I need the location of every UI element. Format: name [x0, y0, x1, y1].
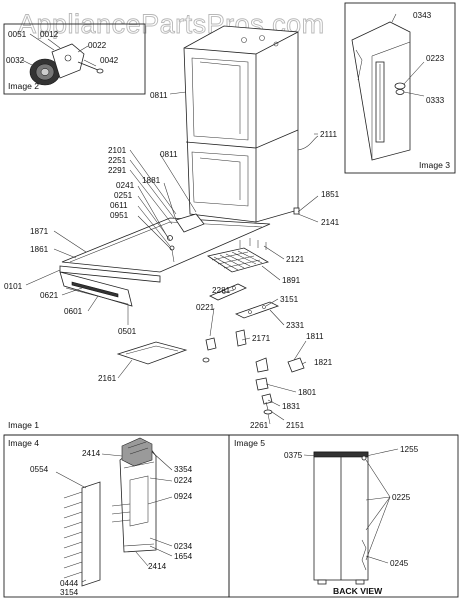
callout-1851: 1851 — [321, 190, 340, 199]
image1-cabinet-drawing — [59, 25, 319, 415]
callout-0611: 0611 — [110, 201, 128, 210]
callout-2151: 2151 — [286, 421, 305, 430]
callout-0012: 0012 — [40, 30, 59, 39]
callout-3154: 3154 — [60, 588, 79, 597]
callout-2261: 2261 — [250, 421, 269, 430]
callout-0621: 0621 — [40, 291, 59, 300]
image5-caption: Image 5 — [234, 438, 265, 448]
image5-leader-lines — [303, 448, 399, 564]
callout-3151: 3151 — [280, 295, 299, 304]
callout-3354: 3354 — [174, 465, 193, 474]
callout-2101: 2101 — [108, 146, 127, 155]
callout-0221: 0221 — [196, 303, 215, 312]
callout-0811-top: 0811 — [150, 91, 168, 100]
callout-2111: 2111 — [320, 130, 337, 139]
callout-0022: 0022 — [88, 41, 107, 50]
callout-0032: 0032 — [6, 56, 25, 65]
image2-frame — [3, 23, 146, 95]
callout-0251: 0251 — [114, 191, 133, 200]
callout-0042: 0042 — [100, 56, 119, 65]
image1-caption: Image 1 — [8, 420, 39, 430]
image3-caption: Image 3 — [419, 160, 450, 170]
callout-1801: 1801 — [298, 388, 317, 397]
back-view-caption: BACK VIEW — [333, 586, 383, 596]
callout-2121: 2121 — [286, 255, 305, 264]
callout-1871: 1871 — [30, 227, 49, 236]
callout-2251: 2251 — [108, 156, 127, 165]
callout-0601: 0601 — [64, 307, 83, 316]
callout-2414-bottom: 2414 — [148, 562, 167, 571]
callout-0223: 0223 — [426, 54, 445, 63]
callout-1811: 1811 — [306, 332, 324, 341]
callout-1831: 1831 — [282, 402, 301, 411]
callout-0554: 0554 — [30, 465, 49, 474]
callout-0245: 0245 — [390, 559, 409, 568]
callout-0811-mid: 0811 — [160, 150, 178, 159]
callout-0343: 0343 — [413, 11, 432, 20]
image2-damper-motor-drawing — [21, 33, 104, 86]
callout-1861: 1861 — [30, 245, 49, 254]
callout-0375: 0375 — [284, 451, 303, 460]
image4-frame — [3, 434, 230, 598]
image2-caption: Image 2 — [8, 81, 39, 91]
callout-0234: 0234 — [174, 542, 193, 551]
image4-caption: Image 4 — [8, 438, 39, 448]
image3-cabinet-corner-drawing — [351, 13, 425, 161]
callout-2141: 2141 — [321, 218, 340, 227]
callout-1881: 1881 — [142, 176, 161, 185]
callout-0951: 0951 — [110, 211, 129, 220]
callout-2291: 2291 — [108, 166, 127, 175]
callout-0101: 0101 — [4, 282, 23, 291]
callout-0924: 0924 — [174, 492, 193, 501]
image4-housing-drawing — [63, 437, 157, 587]
image1-leader-lines — [25, 91, 319, 425]
callout-0444: 0444 — [60, 579, 79, 588]
callout-0241: 0241 — [116, 181, 135, 190]
callout-0333: 0333 — [426, 96, 445, 105]
image3-frame — [344, 2, 456, 174]
callout-2161: 2161 — [98, 374, 117, 383]
callout-2281: 2281 — [212, 286, 231, 295]
callout-0501: 0501 — [118, 327, 137, 336]
callout-2171: 2171 — [252, 334, 271, 343]
callout-1255: 1255 — [400, 445, 419, 454]
callout-1654: 1654 — [174, 552, 193, 561]
callout-0224: 0224 — [174, 476, 193, 485]
callout-2414-top: 2414 — [82, 449, 101, 458]
callout-1821: 1821 — [314, 358, 333, 367]
callout-2331: 2331 — [286, 321, 305, 330]
image5-back-view-drawing — [313, 451, 369, 585]
callout-0051: 0051 — [8, 30, 27, 39]
image4-leader-lines — [55, 451, 173, 583]
callout-1891: 1891 — [282, 276, 301, 285]
callout-0225: 0225 — [392, 493, 411, 502]
